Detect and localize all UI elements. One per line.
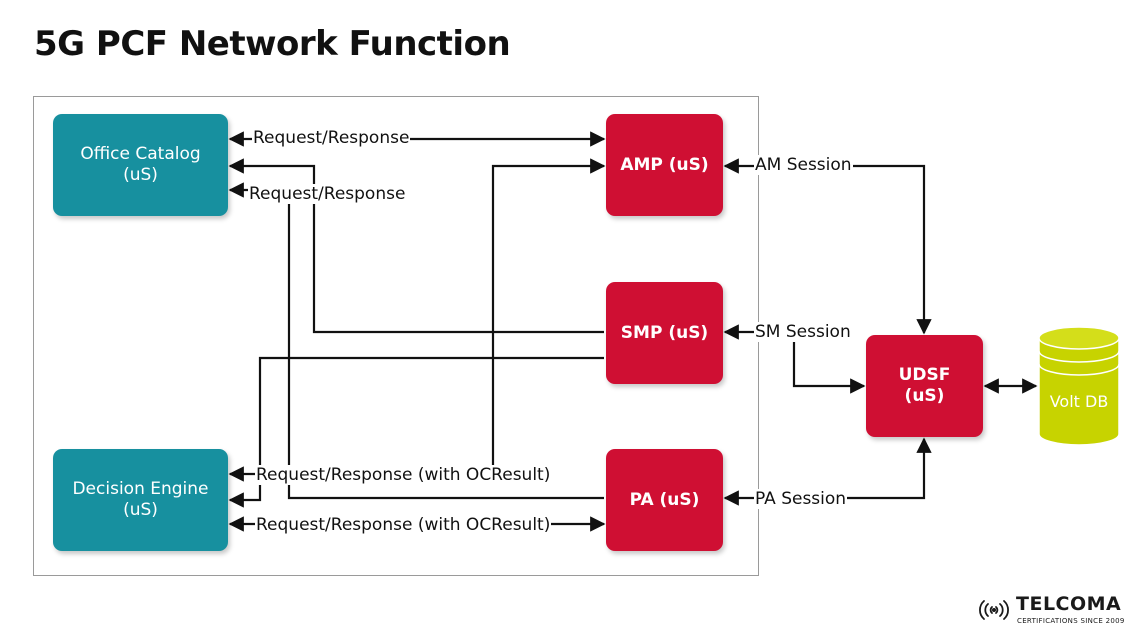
office-catalog-node: Office Catalog (uS) bbox=[53, 114, 228, 216]
volt-db-cylinder bbox=[1038, 326, 1120, 446]
edge-smp-de bbox=[228, 356, 604, 508]
udsf-subtitle: (uS) bbox=[904, 386, 945, 406]
pa-node: PA (uS) bbox=[606, 449, 723, 551]
decision-engine-node: Decision Engine (uS) bbox=[53, 449, 228, 551]
edge-smp-oc bbox=[228, 158, 604, 334]
logo-name: TELCOMA bbox=[1016, 593, 1122, 615]
label-smp-udsf: SM Session bbox=[754, 322, 852, 342]
label-pa-udsf: PA Session bbox=[754, 489, 848, 509]
decision-engine-title: Decision Engine bbox=[72, 479, 209, 499]
pa-label: PA (uS) bbox=[629, 489, 700, 510]
label-oc-smp: Request/Response bbox=[248, 184, 407, 204]
edge-de-amp bbox=[491, 158, 606, 474]
label-de-amp: Request/Response (with OCResult) bbox=[255, 465, 552, 485]
label-oc-amp: Request/Response bbox=[252, 128, 411, 148]
smp-node: SMP (uS) bbox=[606, 282, 723, 384]
label-de-pa: Request/Response (with OCResult) bbox=[255, 515, 552, 535]
smp-label: SMP (uS) bbox=[620, 322, 709, 343]
decision-engine-subtitle: (uS) bbox=[123, 500, 158, 520]
udsf-node: UDSF (uS) bbox=[866, 335, 983, 437]
volt-db-label: Volt DB bbox=[1049, 392, 1109, 411]
logo-tagline: CERTIFICATIONS SINCE 2009 bbox=[1017, 617, 1125, 625]
telcoma-logo-icon bbox=[979, 600, 1009, 620]
office-catalog-title: Office Catalog bbox=[80, 144, 201, 164]
udsf-title: UDSF bbox=[898, 365, 951, 385]
amp-node: AMP (uS) bbox=[606, 114, 723, 216]
label-amp-udsf: AM Session bbox=[754, 155, 853, 175]
edge-amp-udsf bbox=[723, 158, 932, 335]
office-catalog-subtitle: (uS) bbox=[123, 165, 158, 185]
amp-label: AMP (uS) bbox=[620, 154, 709, 175]
page-title: 5G PCF Network Function bbox=[34, 24, 511, 64]
edge-pa-oc bbox=[228, 182, 604, 500]
